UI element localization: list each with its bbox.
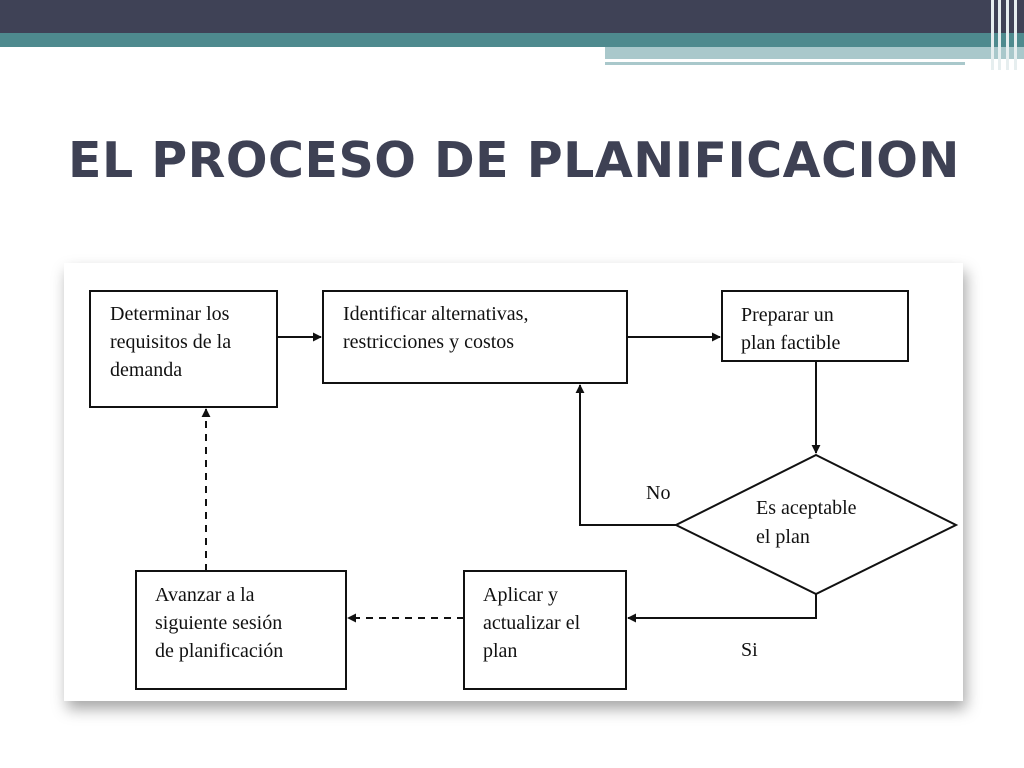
node-prepare-line-1: Preparar un — [741, 304, 834, 326]
node-apply-text: Aplicar y actualizar el plan — [483, 584, 585, 662]
header-dark-bar — [0, 0, 1024, 33]
node-determine-text: Determinar los requisitos de la demanda — [110, 303, 236, 381]
edge-decision-yes-to-apply — [627, 594, 817, 623]
node-identify-line-2: restricciones y costos — [343, 331, 514, 353]
header-teal-bar — [0, 33, 1024, 47]
node-advance-line-1: Avanzar a la — [155, 584, 255, 606]
edge-decision-no-to-identify — [575, 384, 676, 526]
node-advance-line-3: de planificación — [155, 640, 283, 662]
node-prepare-text: Preparar un plan factible — [741, 304, 841, 354]
node-advance-text: Avanzar a la siguiente sesión de planifi… — [155, 584, 287, 662]
node-apply-line-1: Aplicar y — [483, 584, 558, 606]
node-determine-line-2: requisitos de la — [110, 331, 231, 353]
node-decision-line-2: el plan — [756, 526, 810, 548]
header-stripe-3 — [1006, 0, 1009, 70]
header-stripe-2 — [998, 0, 1001, 70]
node-apply-box — [463, 570, 627, 690]
node-identify-line-1: Identificar alternativas, — [343, 303, 528, 325]
node-determine-line-3: demanda — [110, 359, 182, 381]
header-band — [0, 0, 1024, 70]
edge-label-yes: Si — [741, 639, 758, 661]
node-identify-text: Identificar alternativas, restricciones … — [343, 303, 533, 353]
slide-title: EL PROCESO DE PLANIFICACION — [68, 132, 960, 189]
header-thin-line — [605, 62, 965, 65]
node-apply-line-3: plan — [483, 640, 517, 662]
flowchart-panel: Determinar los requisitos de la demanda … — [64, 263, 963, 701]
flowchart: Determinar los requisitos de la demanda … — [89, 290, 959, 690]
node-advance-box — [135, 570, 347, 690]
edge-label-no: No — [646, 482, 670, 504]
header-stripe-4 — [1014, 0, 1017, 70]
node-prepare-line-2: plan factible — [741, 332, 841, 354]
node-decision-diamond — [673, 453, 959, 596]
node-decision-line-1: Es aceptable — [756, 497, 857, 519]
node-determine-line-1: Determinar los — [110, 303, 230, 325]
node-decision-text: Es aceptable el plan — [756, 497, 862, 548]
header-light-bar — [605, 47, 1024, 59]
node-determine-box — [89, 290, 278, 408]
node-apply-line-2: actualizar el — [483, 612, 581, 634]
node-advance-line-2: siguiente sesión — [155, 612, 282, 634]
header-stripe-1 — [991, 0, 994, 70]
